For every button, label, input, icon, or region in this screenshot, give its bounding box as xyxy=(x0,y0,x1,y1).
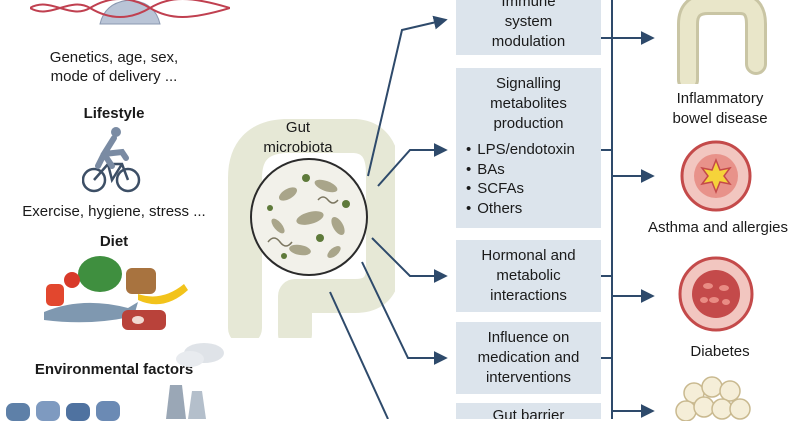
colon-icon xyxy=(677,0,767,84)
dna-person-icon xyxy=(30,0,230,25)
mechanism-box-signalling: Signalling metabolites production LPS/en… xyxy=(456,68,601,228)
arrow-to-medication xyxy=(361,261,448,365)
lifestyle-heading: Lifestyle xyxy=(83,105,145,122)
mechanism-signalling-line2: metabolites xyxy=(490,95,567,112)
mechanism-gut-barrier-line1: Gut barrier xyxy=(492,407,565,419)
mechanism-box-hormonal: Hormonal and metabolic interactions xyxy=(456,240,601,312)
airway-icon xyxy=(680,140,752,212)
gut-label-line1: Gut xyxy=(285,119,311,136)
bullet-others: Others xyxy=(466,199,601,219)
bullet-lps: LPS/endotoxin xyxy=(466,140,601,160)
diet-heading: Diet xyxy=(99,233,129,250)
pancreas-islet-icon xyxy=(678,256,754,332)
bullet-bas: BAs xyxy=(466,160,601,180)
genetics-section: Genetics, age, sex, mode of delivery ... xyxy=(0,0,230,90)
environment-heading: Environmental factors xyxy=(34,361,194,378)
mechanism-medication-line2: medication and xyxy=(477,349,580,366)
mechanism-signalling-line3: production xyxy=(493,115,564,132)
arrow-to-immune xyxy=(367,15,448,177)
mechanism-hormonal-line2: metabolic xyxy=(496,267,561,284)
arrow-to-hormonal xyxy=(371,237,448,283)
mechanism-box-medication: Influence on medication and intervention… xyxy=(456,322,601,394)
outcome-ibd-line1: Inflammatory xyxy=(676,90,764,107)
genetics-text-line1: Genetics, age, sex, xyxy=(49,49,179,66)
factory-icon xyxy=(166,343,224,419)
outcome-ibd-line2: bowel disease xyxy=(672,110,768,127)
gut-label-line2: microbiota xyxy=(263,139,333,156)
mechanism-medication-line3: interventions xyxy=(485,369,572,386)
mechanism-box-immune: Immune system modulation xyxy=(456,0,601,55)
mechanism-immune-line2: system xyxy=(504,13,553,30)
mechanism-hormonal-line3: interactions xyxy=(490,287,567,304)
outcome-asthma: Asthma and allergies xyxy=(647,219,789,236)
cyclist-icon xyxy=(82,127,141,193)
genetics-text-line2: mode of delivery ... xyxy=(50,68,178,85)
mechanism-medication-line1: Influence on xyxy=(487,329,570,346)
mechanism-hormonal-line1: Hormonal and xyxy=(481,247,576,264)
signalling-bullet-list: LPS/endotoxin BAs SCFAs Others xyxy=(456,140,601,218)
outcome-diabetes: Diabetes xyxy=(690,343,750,360)
lifestyle-text: Exercise, hygiene, stress ... xyxy=(22,203,206,220)
food-basket-icon xyxy=(44,256,188,330)
petri-dish-microbes-icon xyxy=(250,158,368,276)
mechanism-immune-line3: modulation xyxy=(491,33,566,50)
pills-icon xyxy=(6,401,120,421)
arrow-to-gut-barrier xyxy=(329,291,389,419)
mechanism-box-gut-barrier: Gut barrier xyxy=(456,403,601,419)
intestine-icon xyxy=(228,119,395,338)
mechanism-immune-line1: Immune xyxy=(501,0,556,10)
adipose-icon xyxy=(675,376,751,421)
bullet-scfas: SCFAs xyxy=(466,179,601,199)
arrow-to-signalling xyxy=(377,143,448,187)
mechanism-signalling-line1: Signalling xyxy=(495,75,562,92)
